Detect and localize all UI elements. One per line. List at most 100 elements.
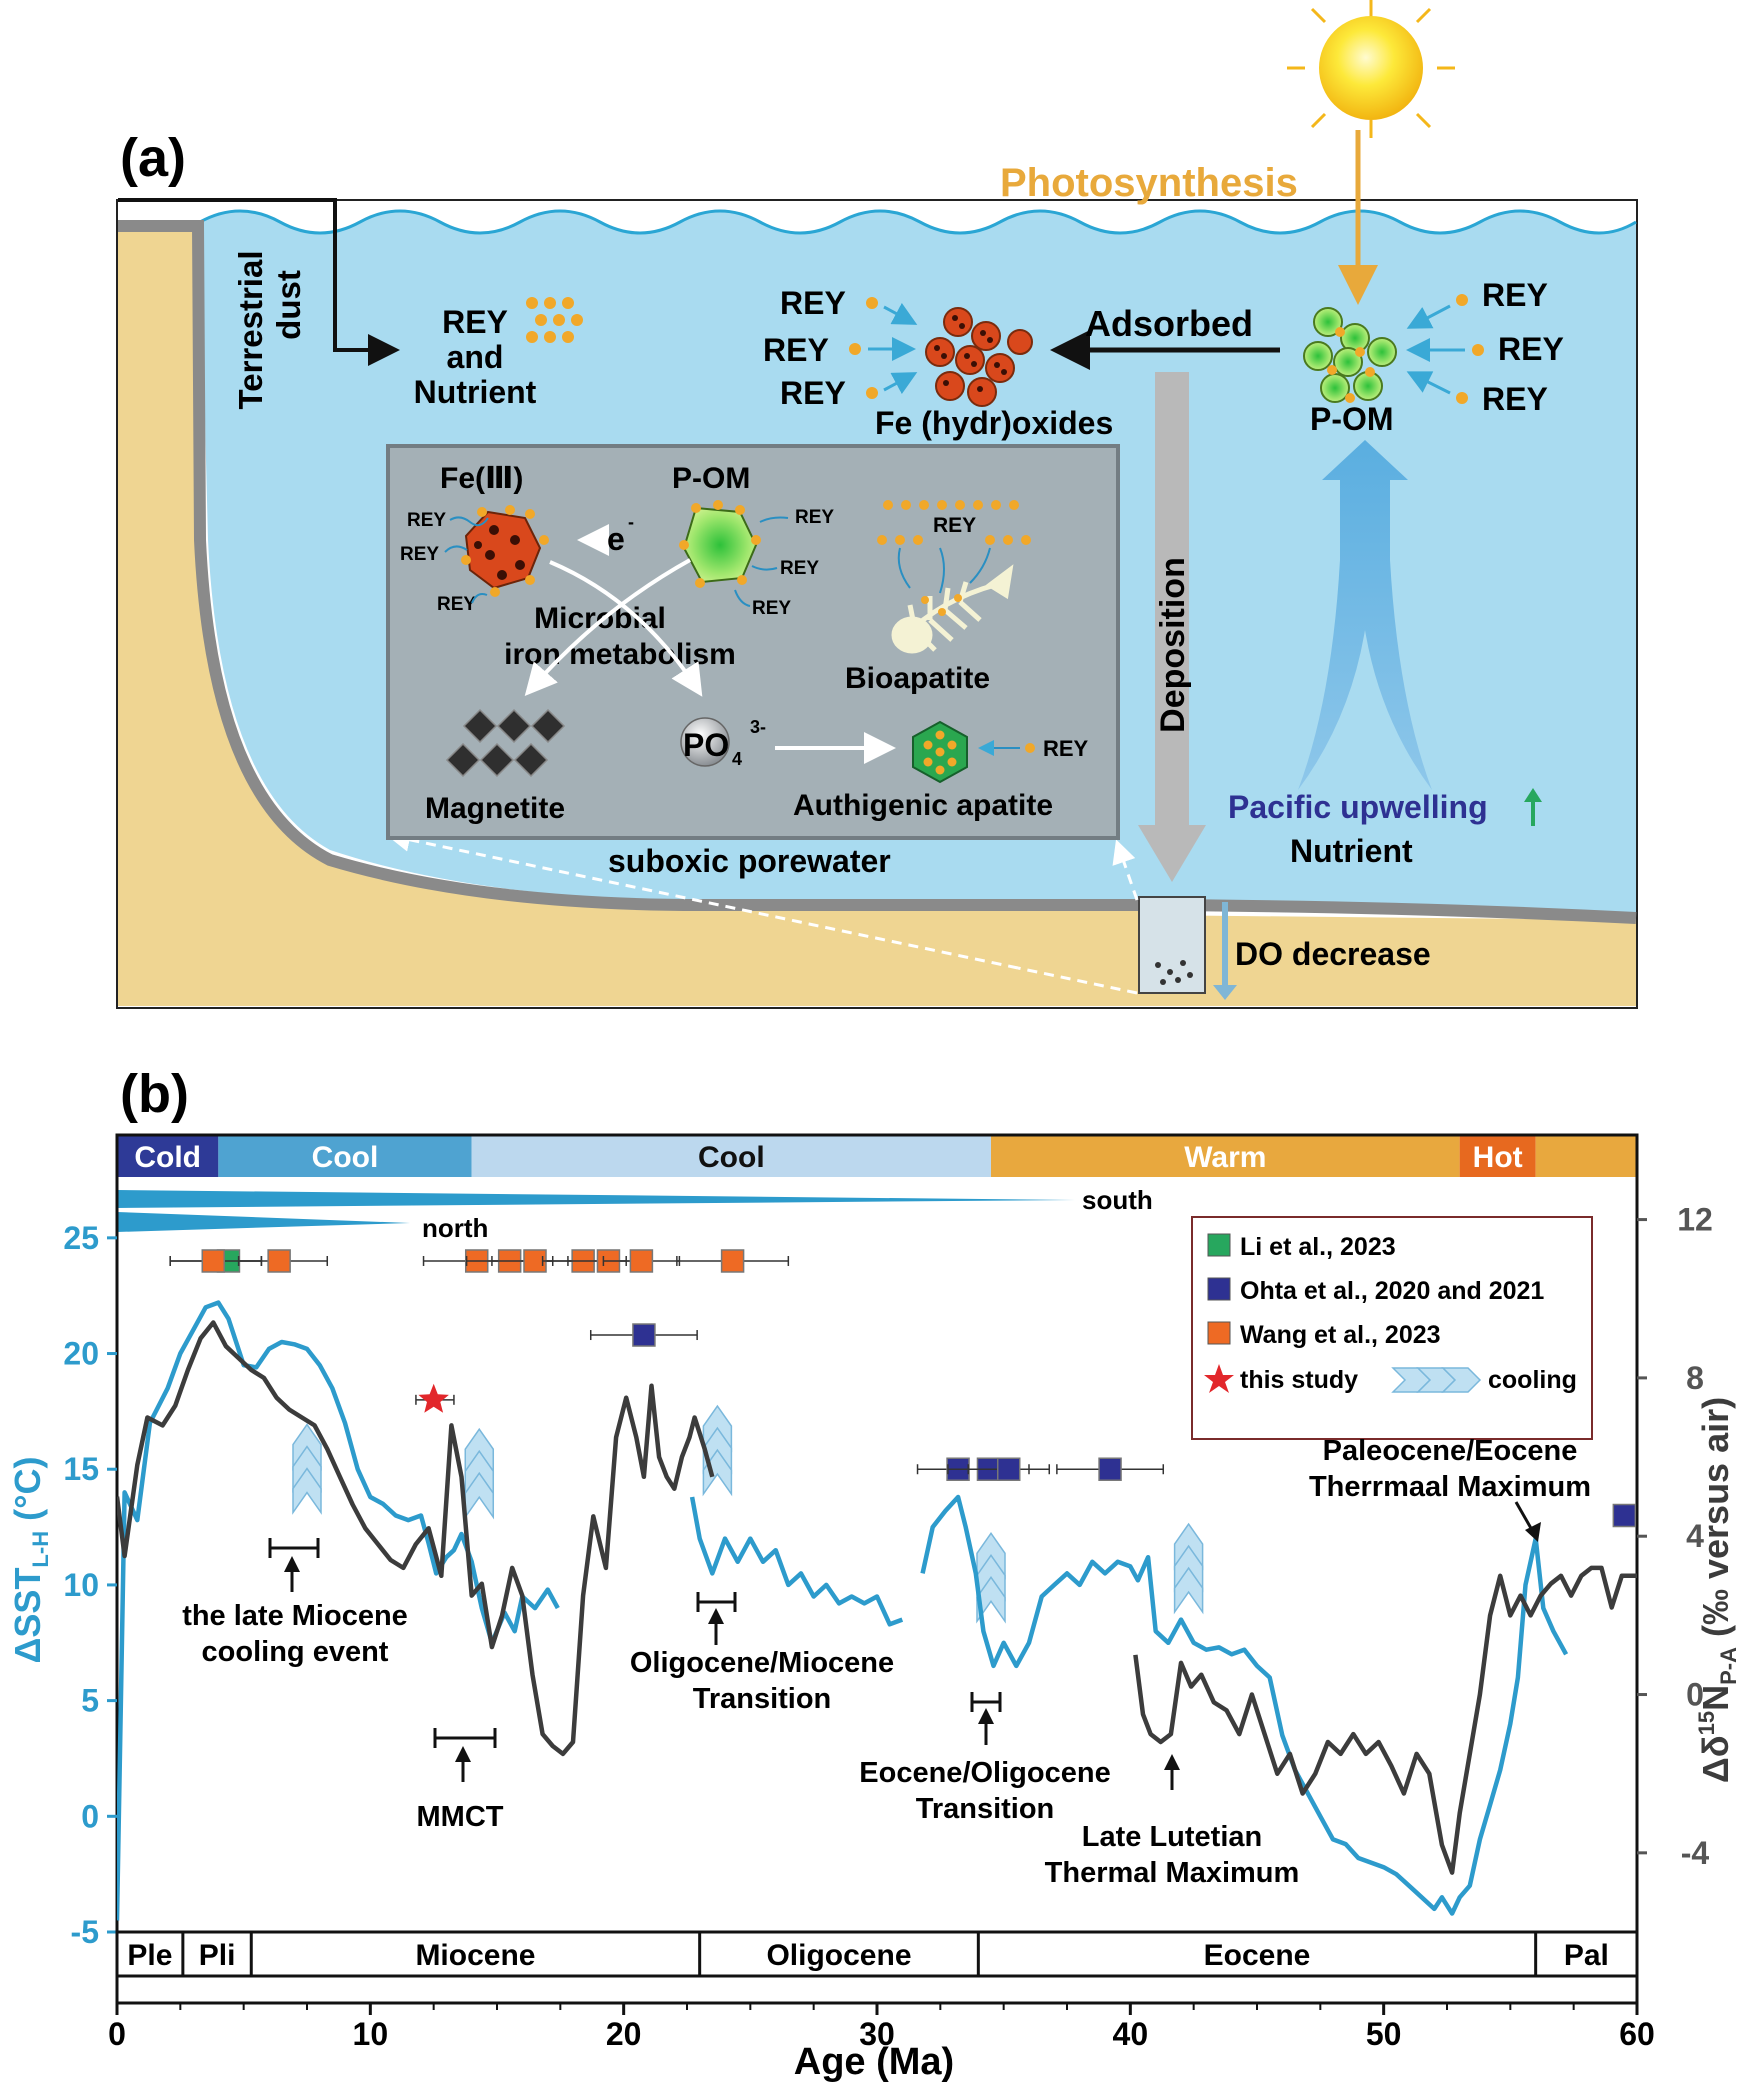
electron-label: e [607,521,625,557]
rey-fe3-1: REY [407,510,446,531]
mmct-label: MMCT [417,1801,504,1833]
epoch-label-5: Pal [1564,1939,1609,1972]
do-decrease-label: DO decrease [1235,936,1431,972]
rey-pom-2: REY [780,558,819,579]
late-miocene-label-1: the late Miocene [182,1600,408,1632]
x-tick-label: 30 [859,2016,895,2052]
box-pom-label: P-OM [672,462,750,495]
legend-swatch-ohta [1207,1277,1231,1301]
adsorbed-label: Adsorbed [1085,303,1253,344]
suboxic-porewater-label: suboxic porewater [608,843,891,879]
climate-band-5 [1535,1135,1637,1177]
ice-south-label: south [1082,1185,1153,1215]
event-annotations: the late Miocene cooling event MMCT Olig… [182,1435,1591,1889]
photosynthesis-label: Photosynthesis [1000,161,1298,205]
climate-band-2 [471,1135,992,1177]
data-point [629,1249,654,1273]
epoch-label-2: Miocene [415,1939,535,1972]
data-point [1612,1503,1637,1528]
y-right-tick-label: 4 [1686,1518,1704,1554]
this-study-star [418,1383,449,1413]
ice-sheets: south north [117,1185,1153,1243]
deposition-arrow [1138,372,1206,882]
up-arrow-icon [1524,788,1542,826]
legend-li: Li et al., 2023 [1240,1233,1396,1261]
climate-band-4 [1459,1135,1536,1177]
x-tick-label: 10 [353,2016,389,2052]
rey-nutrient-label-2: and [447,339,504,375]
pacific-upwelling-label: Pacific upwelling [1228,789,1488,825]
petm-label-1: Paleocene/Eocene [1323,1435,1578,1467]
cooling-chevron-icon [702,1404,733,1497]
climate-band-label-4: Hot [1473,1141,1523,1174]
rey-label-pom-2: REY [1498,331,1564,367]
microbial-label-1: Microbial [534,602,666,635]
terrestrial-label: Terrestrial [232,251,269,410]
y-left-tick-label: 15 [63,1451,99,1487]
cooling-chevron-icon [464,1427,495,1520]
seafloor-boundary [118,220,1637,924]
panel-b-label: (b) [120,1064,189,1124]
sun-icon [1287,0,1455,138]
legend-cooling: cooling [1488,1366,1577,1394]
cooling-chevron-icon [976,1531,1006,1624]
rey-label-fe-3: REY [780,375,846,411]
po4-sup: 3- [750,717,766,737]
rey-label-fe-1: REY [780,285,846,321]
metabolism-arrows [524,558,703,697]
y-left-tick-label: 5 [81,1683,99,1719]
y-axis-left-title: ΔSSTL-H (°C) [7,1457,53,1664]
nutrient-label: Nutrient [1290,833,1413,869]
callout-line [1017,966,1138,995]
data-point [996,1457,1021,1481]
data-point [267,1249,291,1273]
lltm-label-1: Late Lutetian [1082,1821,1262,1853]
authigenic-apatite-label: Authigenic apatite [793,789,1053,822]
magnetite-label: Magnetite [425,792,565,825]
eo-oligo-label-1: Eocene/Oligocene [859,1757,1110,1789]
sst-line-1 [689,1496,904,1627]
pom-label: P-OM [1310,401,1394,437]
fe3-label: Fe(Ⅲ) [440,462,523,495]
rey-nutrient-label-1: REY [442,304,508,340]
epoch-label-3: Oligocene [766,1939,911,1972]
cooling-chevron-icon [292,1423,322,1515]
po4-sub: 4 [732,749,742,769]
climate-band-3 [991,1135,1460,1177]
rey-particles [526,297,583,343]
y-axis-right-title: Δδ15NP-A (‰ versus air) [1694,1397,1741,1783]
epoch-label-1: Pli [199,1939,236,1972]
y-right-tick-label: -4 [1681,1835,1710,1871]
terrestrial-dust-arrow [118,198,400,366]
bioapatite-rey-dots [877,500,1031,545]
fish-skeleton-icon [891,564,1014,654]
authigenic-apatite-icon [912,720,968,784]
fe-hydroxide-icon [925,307,1033,407]
cooling-chevrons [292,1404,1204,1624]
late-miocene-label-2: cooling event [202,1636,389,1668]
x-tick-label: 0 [108,2016,126,2052]
y-right-tick-label: 8 [1686,1360,1704,1396]
deposition-label: Deposition [1154,557,1192,733]
microbial-label-2: iron metabolism [504,638,736,671]
land [118,232,1636,1006]
climate-band-label-2: Cool [698,1141,765,1174]
data-point [201,1249,226,1273]
legend-swatch-li [1207,1233,1231,1257]
fe-hydroxides-label: Fe (hydr)oxides [875,405,1113,441]
rey-label-pom-1: REY [1482,277,1548,313]
legend-ohta: Ohta et al., 2020 and 2021 [1240,1277,1544,1305]
rey-nutrient-label-3: Nutrient [414,374,537,410]
phosphate-icon [680,717,730,767]
climate-band-label-0: Cold [134,1141,201,1174]
y-right-tick-label: 12 [1677,1202,1713,1238]
d15n-line-4 [1133,1565,1637,1875]
x-axis-title: Age (Ma) [794,2041,954,2083]
oligo-mio-label-1: Oligocene/Miocene [630,1647,894,1679]
rey-bioapatite: REY [933,514,976,537]
y-left-tick-label: 0 [81,1798,99,1834]
